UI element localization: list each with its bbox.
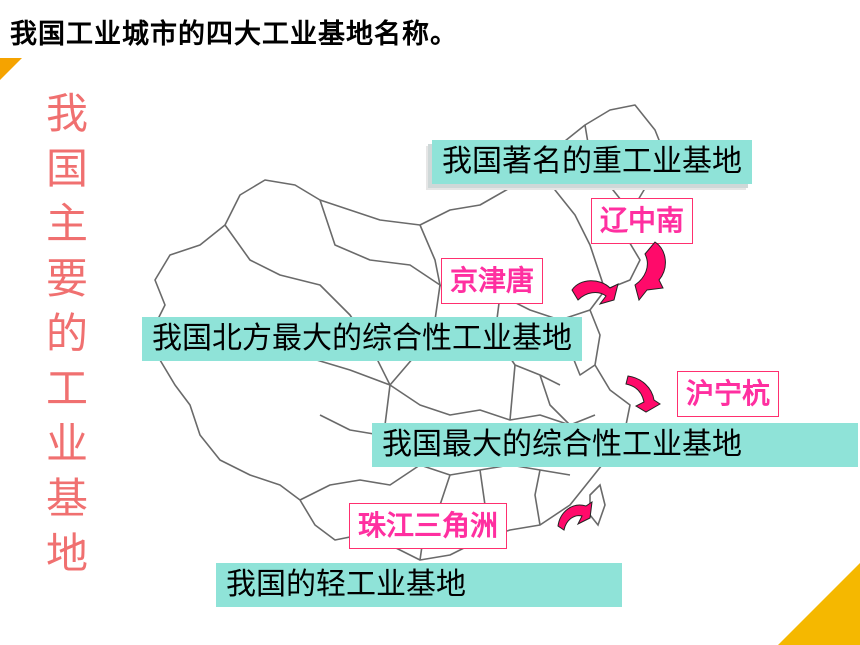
- banner-light-industry: 我国的轻工业基地: [216, 563, 622, 607]
- banner-largest-comprehensive: 我国最大的综合性工业基地: [372, 423, 858, 467]
- side-title-char: 基: [45, 474, 88, 523]
- banner-north-comprehensive: 我国北方最大的综合性工业基地: [142, 317, 582, 361]
- tag-liaozhongnan: 辽中南: [591, 198, 694, 244]
- banner-heavy-industry: 我国著名的重工业基地: [432, 140, 752, 184]
- tag-zhujiang: 珠江三角洲: [349, 503, 508, 549]
- side-title-char: 业: [45, 419, 88, 468]
- arrow-jingjintang: [571, 280, 619, 305]
- corner-decoration-top-left: [0, 58, 22, 80]
- side-title-char: 我: [45, 89, 88, 138]
- corner-decoration-bottom-right: [778, 563, 860, 645]
- side-title-char: 要: [45, 254, 88, 303]
- arrow-zhujiang: [557, 500, 593, 531]
- side-title-char: 地: [45, 529, 88, 578]
- side-title-char: 工: [45, 364, 88, 413]
- top-strip: [0, 0, 860, 8]
- side-title-char: 国: [45, 144, 88, 193]
- tag-jingjintang: 京津唐: [441, 258, 544, 304]
- tag-huningxiang: 沪宁杭: [677, 371, 780, 417]
- side-title-char: 的: [45, 309, 88, 358]
- side-title: 我 国 主 要 的 工 业 基 地: [38, 86, 96, 581]
- side-title-char: 主: [45, 199, 88, 248]
- arrow-huningxiang: [625, 375, 661, 413]
- arrow-liaozhongnan: [634, 241, 666, 302]
- slide-title: 我国工业城市的四大工业基地名称。: [10, 19, 458, 50]
